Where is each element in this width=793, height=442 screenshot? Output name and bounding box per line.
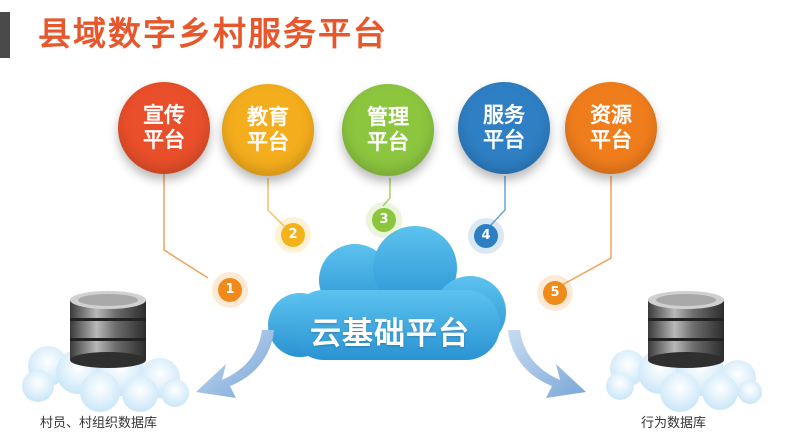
badge-3: 3 — [366, 202, 402, 238]
right-database-caption: 行为数据库 — [641, 416, 707, 431]
platform-bubble-service: 服务 平台 — [458, 82, 550, 174]
connector-5 — [561, 176, 612, 286]
platform-label-line1: 资源 — [590, 103, 632, 127]
badge-1: 1 — [212, 272, 248, 308]
right-database-icon — [606, 291, 762, 412]
connector-2 — [267, 178, 285, 227]
badge-2: 2 — [275, 217, 311, 253]
left-database-caption: 村员、村组织数据库 — [40, 416, 158, 431]
platform-label-line1: 宣传 — [143, 103, 185, 127]
badge-5: 5 — [537, 275, 573, 311]
platform-label-line1: 教育 — [247, 105, 289, 129]
platform-label-line2: 平台 — [590, 128, 632, 152]
left-database-icon — [22, 291, 189, 412]
right-arrow — [508, 330, 586, 398]
platform-label-line2: 平台 — [143, 128, 185, 152]
title-accent-bar — [0, 12, 10, 58]
cloud-platform-label: 云基础平台 — [310, 316, 470, 352]
platform-label-line1: 服务 — [483, 103, 525, 127]
platform-label-line2: 平台 — [367, 130, 409, 154]
platform-label-line1: 管理 — [367, 105, 409, 129]
platform-label-line2: 平台 — [483, 128, 525, 152]
page-title: 县域数字乡村服务平台 — [38, 14, 388, 53]
connector-1 — [163, 172, 209, 279]
platform-label-line2: 平台 — [247, 130, 289, 154]
left-arrow — [196, 330, 274, 398]
platform-bubble-management: 管理 平台 — [342, 84, 434, 176]
platform-bubble-education: 教育 平台 — [222, 84, 314, 176]
badge-4: 4 — [468, 218, 504, 254]
platform-bubble-publicity: 宣传 平台 — [118, 82, 210, 174]
platform-bubble-resource: 资源 平台 — [565, 82, 657, 174]
